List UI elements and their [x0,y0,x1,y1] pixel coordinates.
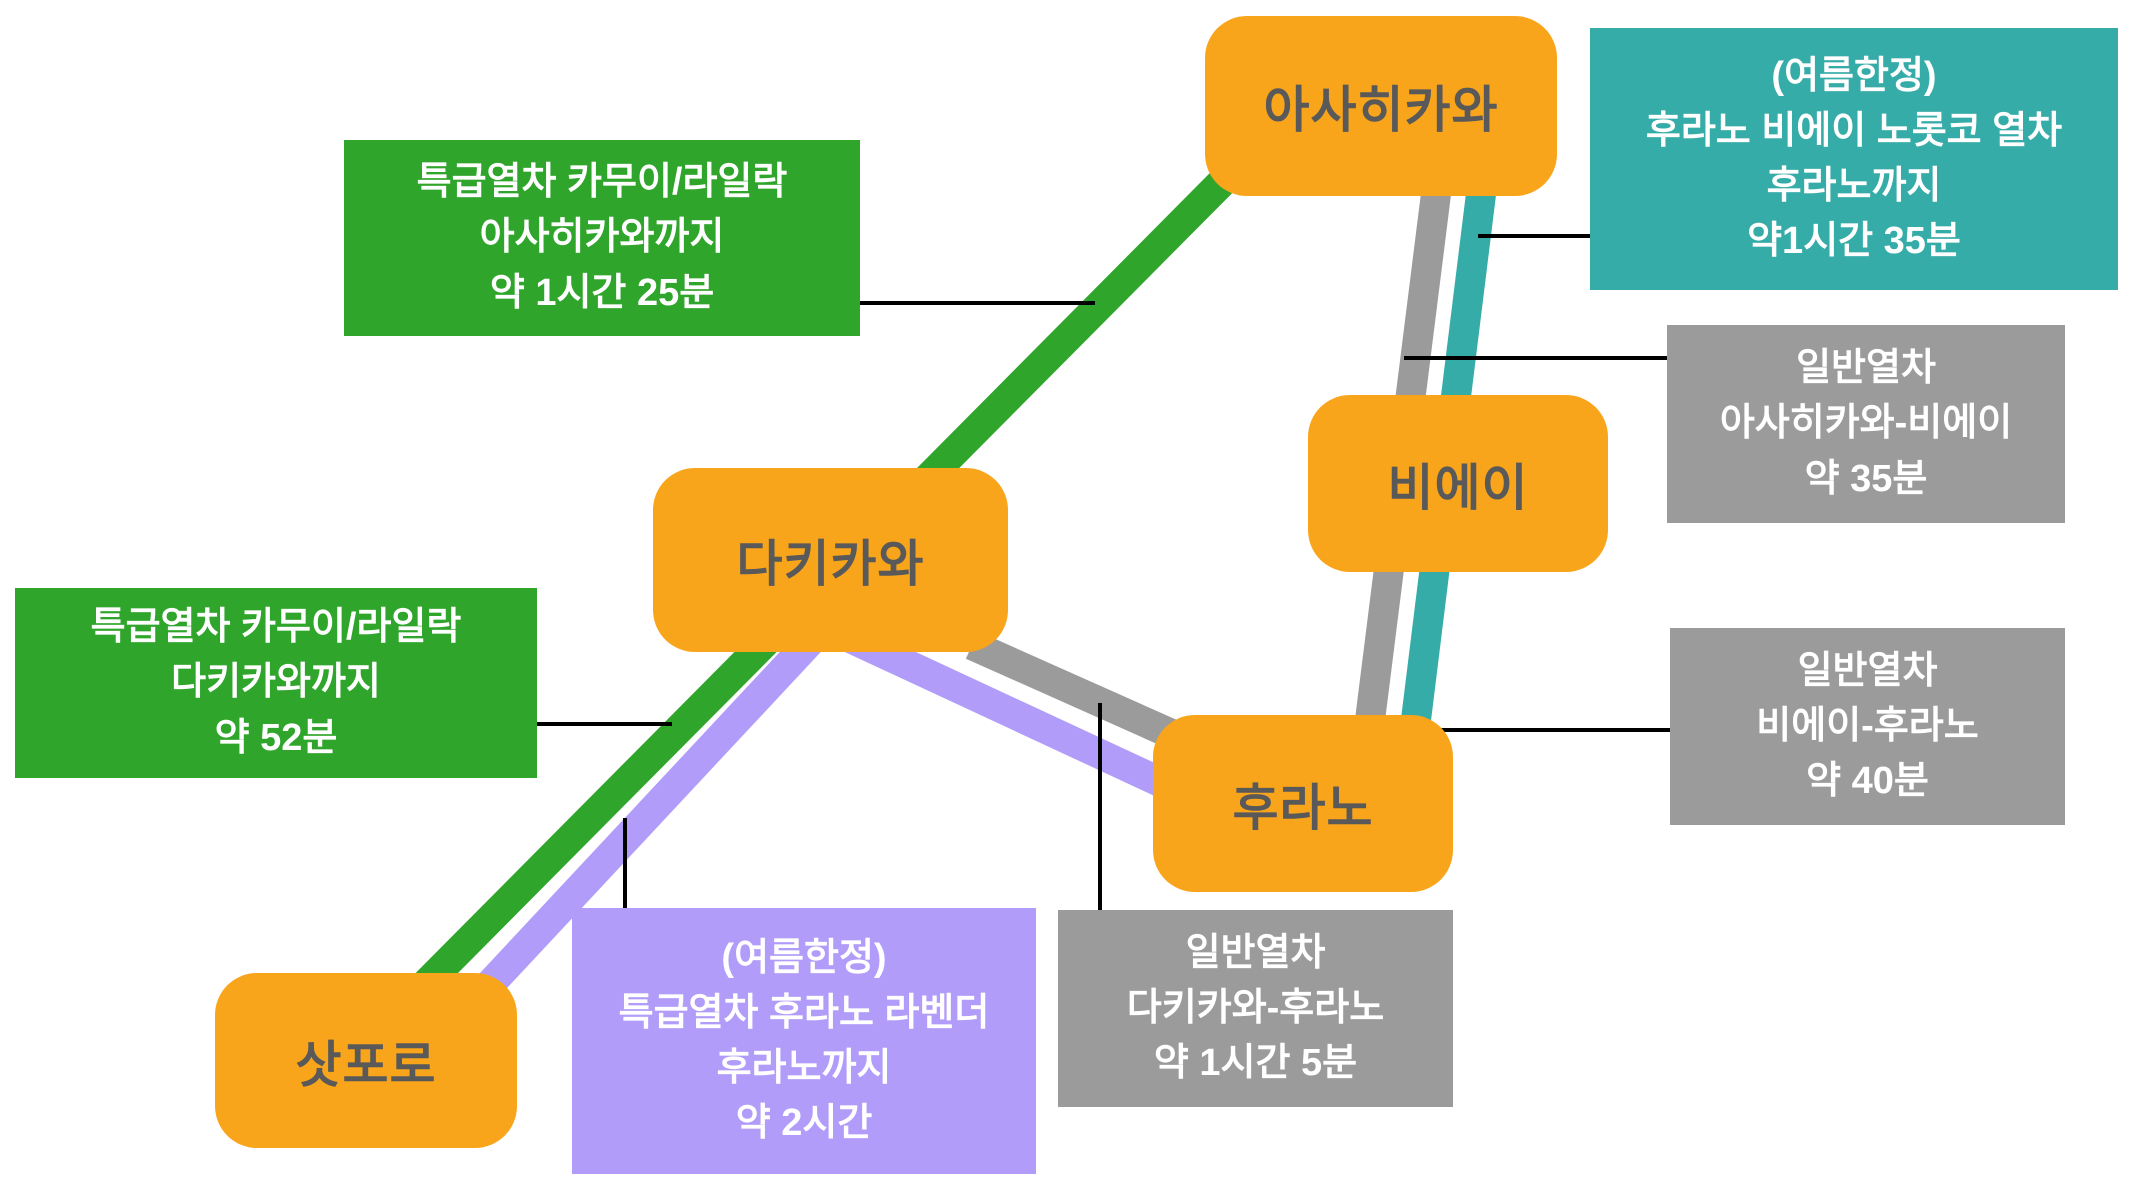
station-furano-label: 후라노 [1232,779,1374,836]
label-line: (여름한정) [1771,54,1937,97]
station-takikawa-label: 다키카와 [736,536,925,592]
route-takikawa-furano-gray-line [965,631,1192,754]
route-sapporo-takikawa-purple-line [469,607,843,1006]
label-line: 특급열차 후라노 라벤더 [618,991,990,1034]
label-line: 약1시간 35분 [1747,220,1961,263]
station-sapporo: 삿포로 [215,973,517,1148]
label-line: 약 35분 [1804,457,1928,500]
label-local-biei-furano: 일반열차 비에이-후라노 약 40분 [1670,628,2065,825]
label-line: 약 40분 [1806,760,1929,803]
label-line: 후라노 비에이 노롯코 열차 [1645,109,2063,152]
label-line: 특급열차 카무이/라일락 [416,161,788,204]
label-line: 비에이-후라노 [1756,704,1979,747]
label-line: 후라노까지 [1766,165,1942,207]
label-local-takikawa-furano: 일반열차 다키카와-후라노 약 1시간 5분 [1058,910,1453,1107]
label-express-kamui-lilac-asahikawa: 특급열차 카무이/라일락 아사히카와까지 약 1시간 25분 [344,140,860,336]
station-furano: 후라노 [1153,715,1453,892]
label-line: 약 52분 [214,716,338,759]
label-express-kamui-lilac-takikawa: 특급열차 카무이/라일락 다키카와까지 약 52분 [15,588,537,778]
label-line: 약 1시간 25분 [489,271,715,314]
label-line: 특급열차 카무이/라일락 [90,606,462,649]
label-norokko-train: (여름한정) 후라노 비에이 노롯코 열차 후라노까지 약1시간 35분 [1590,28,2118,290]
label-line: 후라노까지 [716,1047,892,1089]
label-line: 다키카와-후라노 [1126,986,1385,1029]
station-asahikawa-label: 아사히카와 [1263,82,1499,138]
label-line: 아사히카와-비에이 [1719,402,2013,445]
label-line: 아사히카와까지 [479,216,725,259]
label-line: (여름한정) [721,936,887,979]
label-local-asahikawa-biei: 일반열차 아사히카와-비에이 약 35분 [1667,325,2065,523]
label-line: 다키카와까지 [171,661,381,704]
station-takikawa: 다키카와 [653,468,1008,652]
label-line: 일반열차 [1797,649,1938,692]
label-furano-lavender-express: (여름한정) 특급열차 후라노 라벤더 후라노까지 약 2시간 [572,908,1036,1174]
label-line: 일반열차 [1796,347,1936,390]
station-biei: 비에이 [1308,395,1608,572]
label-line: 약 2시간 [735,1102,873,1145]
station-sapporo-label: 삿포로 [295,1036,437,1093]
route-takikawa-furano-purple-line [839,622,1195,809]
label-line: 약 1시간 5분 [1153,1042,1358,1085]
station-biei-label: 비에이 [1387,459,1529,516]
station-asahikawa: 아사히카와 [1205,16,1557,196]
label-line: 일반열차 [1185,931,1326,974]
